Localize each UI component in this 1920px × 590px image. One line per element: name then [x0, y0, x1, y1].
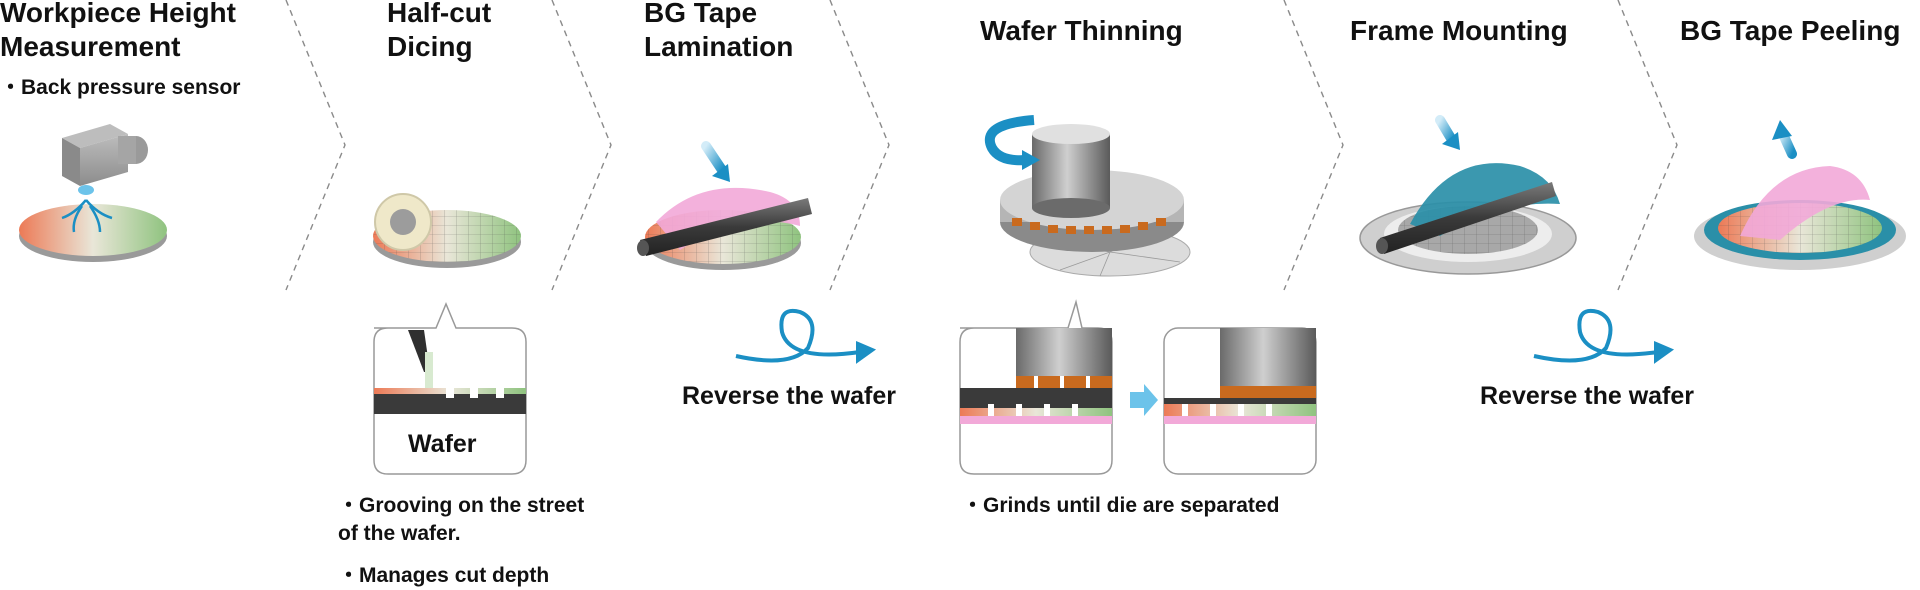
tape-lamination-illustration: [637, 141, 812, 270]
thinning-cross-section-after: [1163, 327, 1317, 475]
step-note-height-measurement: ・Back pressure sensor: [0, 76, 241, 99]
step-title-bg-tape-peeling: BG Tape Peeling: [1680, 15, 1901, 46]
tape-peeling-illustration: [1694, 120, 1906, 270]
separator-3: [829, 0, 890, 291]
reverse-wafer-label-1: Reverse the wafer: [682, 382, 897, 410]
step-separators: [285, 0, 1678, 291]
step-title-height-measurement: Workpiece Height Measurement: [0, 0, 236, 62]
airflow-arrows-icon: [61, 199, 113, 233]
reverse-arrow-icon: [735, 309, 877, 364]
height-sensor-icon: [62, 124, 148, 195]
reverse-arrow-icon-2: [1533, 309, 1675, 364]
thinning-illustration: [984, 115, 1191, 277]
height-sensor-illustration: [19, 124, 167, 262]
inset-label-wafer: Wafer: [408, 430, 477, 458]
rotation-arrow-icon: [984, 115, 1040, 170]
dicing-illustration: [373, 193, 521, 268]
step-title-frame-mounting: Frame Mounting: [1350, 15, 1568, 46]
separator-4: [1283, 0, 1344, 291]
step-note-grooving: ・Grooving on the street of the wafer.: [338, 494, 585, 545]
thinning-cross-section-before: [959, 299, 1113, 475]
separator-5: [1617, 0, 1678, 291]
dicing-blade-icon: [374, 193, 432, 251]
dicing-cross-section-inset: [373, 302, 527, 475]
step-title-half-cut-dicing: Half-cut Dicing: [387, 0, 492, 62]
step-note-grinds: ・Grinds until die are separated: [962, 494, 1280, 517]
step-note-cut-depth: ・Manages cut depth: [338, 564, 550, 587]
step-title-wafer-thinning: Wafer Thinning: [980, 15, 1183, 46]
reverse-wafer-label-2: Reverse the wafer: [1480, 382, 1695, 410]
step-title-bg-tape-lamination: BG Tape Lamination: [644, 0, 794, 62]
grinding-wheel-icon: [1032, 124, 1110, 218]
separator-2: [551, 0, 612, 291]
process-arrow-icon: [1130, 384, 1158, 416]
separator-1: [285, 0, 346, 291]
tape-roller-icon: [637, 198, 812, 256]
frame-mounting-illustration: [1359, 115, 1577, 275]
